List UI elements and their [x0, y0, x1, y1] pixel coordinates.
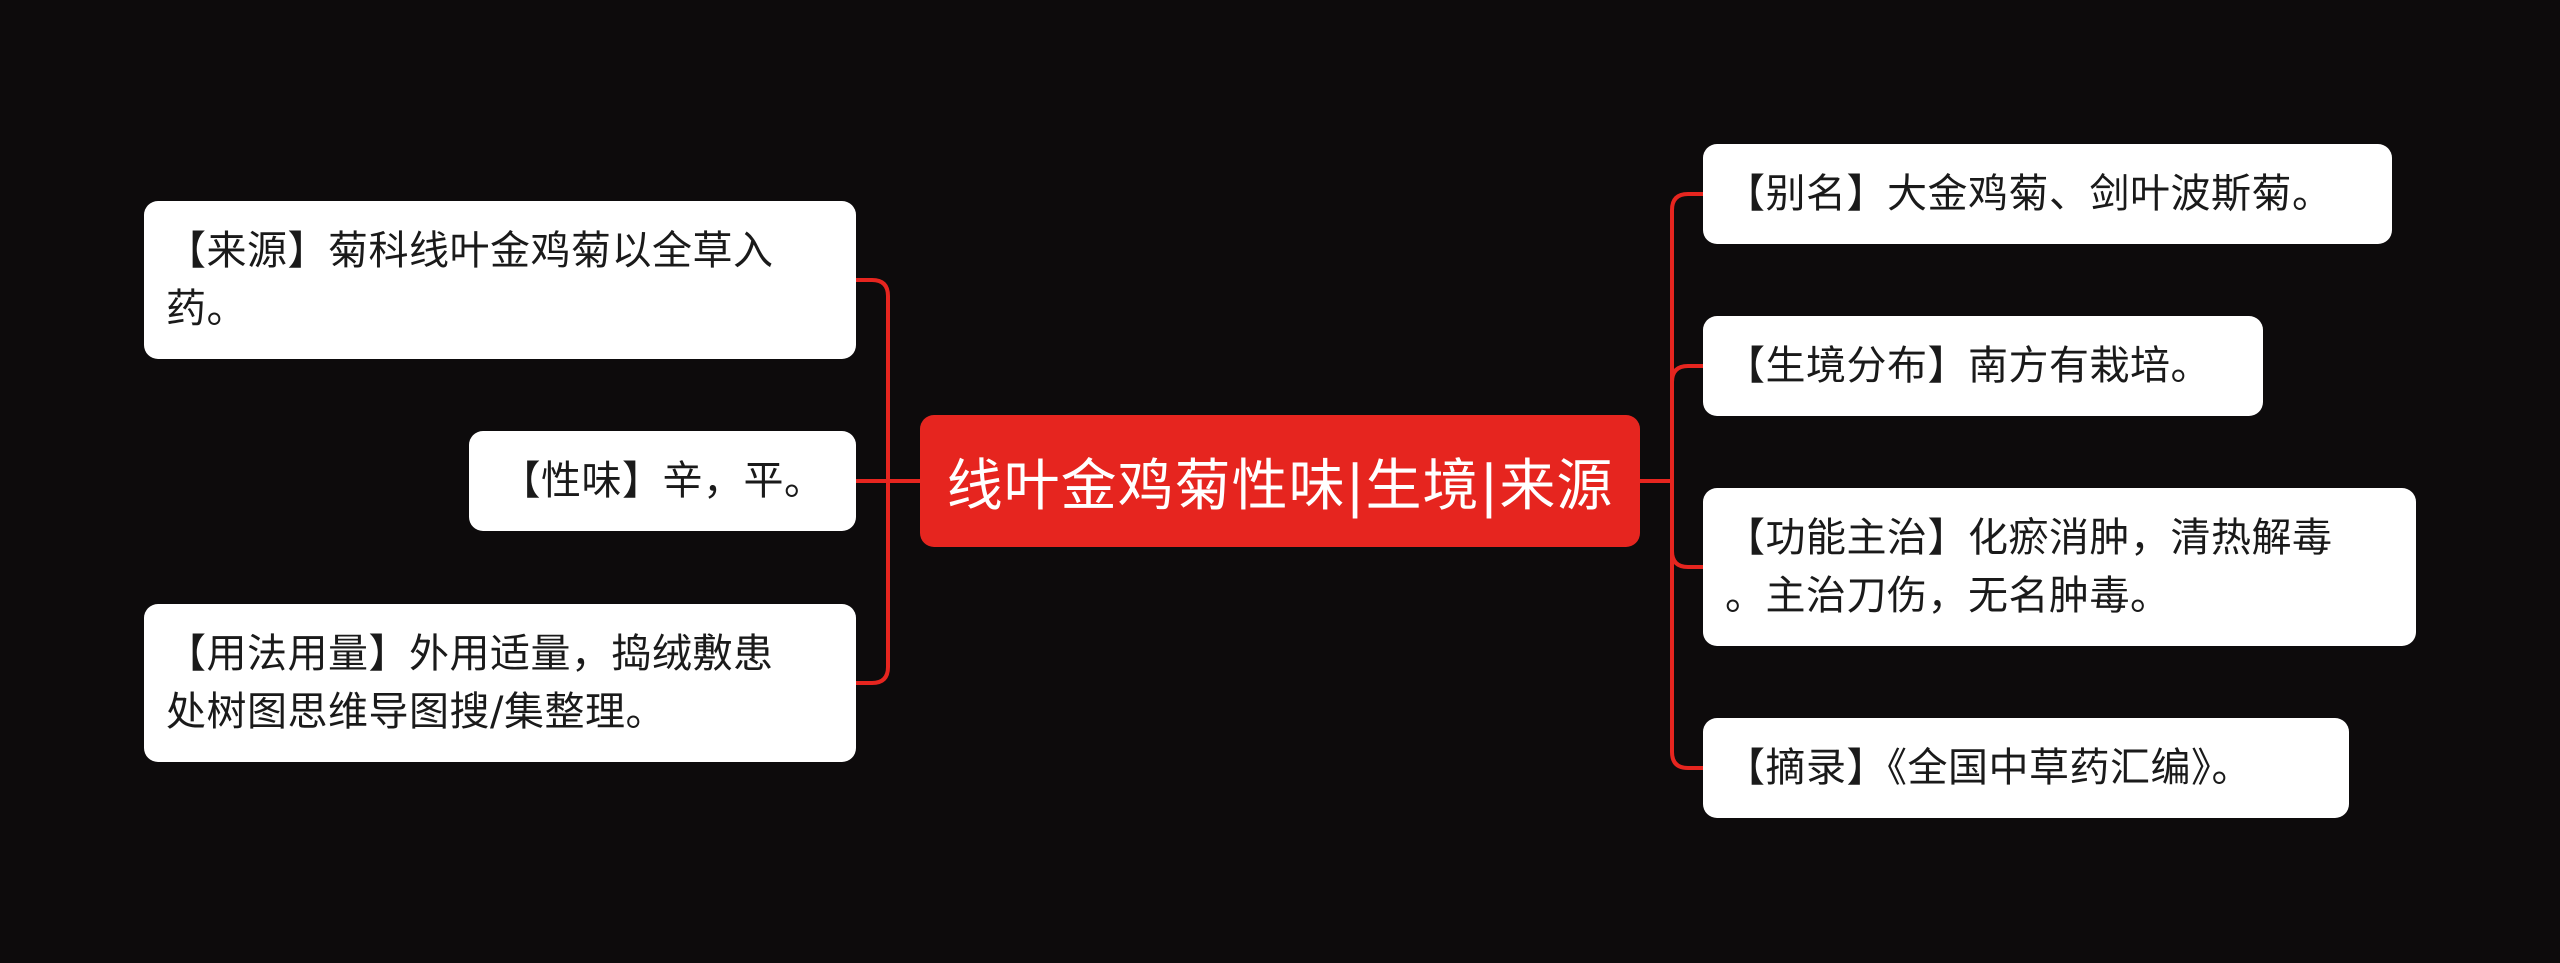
topic-line: 【用法用量】外用适量，捣绒敷患: [166, 631, 774, 677]
connector-right-bieming: [1670, 192, 1703, 481]
center-topic-node[interactable]: 线叶金鸡菊性味|生境|来源: [920, 415, 1640, 547]
topic-node-bieming[interactable]: 【别名】大金鸡菊、剑叶波斯菊。: [1703, 144, 2392, 244]
topic-node-yongfa[interactable]: 【用法用量】外用适量，捣绒敷患 处树图思维导图搜/集整理。: [144, 604, 856, 762]
topic-node-xingwei[interactable]: 【性味】辛，平。: [469, 431, 856, 531]
connector-left-yongfa: [856, 481, 890, 685]
topic-node-gongneng[interactable]: 【功能主治】化瘀消肿，清热解毒 。主治刀伤，无名肿毒。: [1703, 488, 2416, 646]
topic-node-zhailu[interactable]: 【摘录】《全国中草药汇编》。: [1703, 718, 2349, 818]
topic-text: 【功能主治】化瘀消肿，清热解毒 。主治刀伤，无名肿毒。: [1725, 509, 2333, 625]
topic-line: 药。: [166, 286, 247, 332]
topic-node-laiyuan[interactable]: 【来源】菊科线叶金鸡菊以全草入 药。: [144, 201, 856, 359]
center-topic-title: 线叶金鸡菊性味|生境|来源: [946, 453, 1614, 519]
topic-line: 【别名】大金鸡菊、剑叶波斯菊。: [1725, 171, 2333, 217]
topic-node-shengjing[interactable]: 【生境分布】南方有栽培。: [1703, 316, 2263, 416]
connector-right-gongneng: [1670, 550, 1703, 569]
topic-line: 【摘录】《全国中草药汇编》。: [1725, 745, 2252, 791]
topic-line: 处树图思维导图搜/集整理。: [166, 689, 666, 735]
topic-line: 【功能主治】化瘀消肿，清热解毒: [1725, 515, 2333, 561]
topic-text: 【用法用量】外用适量，捣绒敷患 处树图思维导图搜/集整理。: [166, 625, 774, 741]
topic-line: 【来源】菊科线叶金鸡菊以全草入: [166, 228, 774, 274]
topic-line: 【性味】辛，平。: [500, 458, 825, 504]
connector-right-shengjing: [1670, 364, 1703, 383]
topic-line: 【生境分布】南方有栽培。: [1725, 343, 2211, 389]
connector-right-zhailu: [1670, 481, 1703, 770]
topic-text: 【来源】菊科线叶金鸡菊以全草入 药。: [166, 222, 774, 338]
topic-line: 。主治刀伤，无名肿毒。: [1725, 573, 2171, 619]
connector-left-laiyuan: [856, 278, 890, 481]
